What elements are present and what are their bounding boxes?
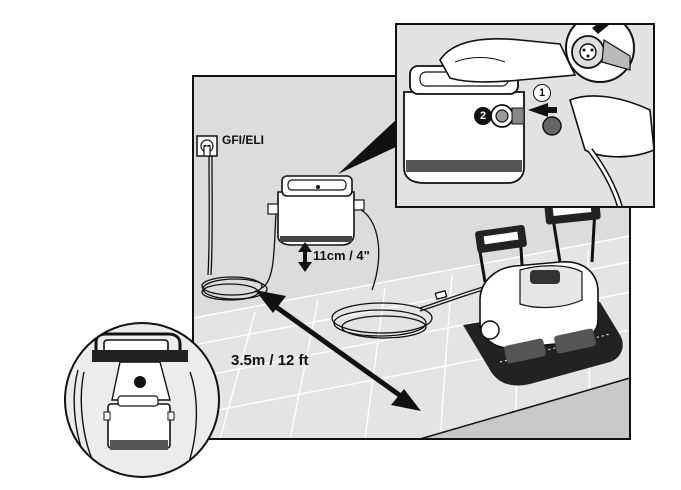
power-supply-unit — [267, 175, 365, 246]
step-2-marker: 2 — [474, 107, 492, 125]
connection-inset — [396, 24, 654, 207]
distance-label: 3.5m / 12 ft — [231, 352, 309, 369]
vertical-arrow-icon — [298, 242, 312, 272]
inset-frame — [395, 23, 655, 208]
closeup-frame — [64, 322, 220, 478]
power-outlet-icon — [196, 135, 218, 157]
callout-pointer — [338, 118, 398, 174]
step-1-marker: 1 — [533, 84, 551, 102]
outlet-label: GFI/ELI — [222, 133, 264, 147]
handle-closeup — [65, 323, 219, 477]
height-label: 11cm / 4" — [313, 248, 370, 263]
double-arrow-icon — [255, 290, 421, 411]
